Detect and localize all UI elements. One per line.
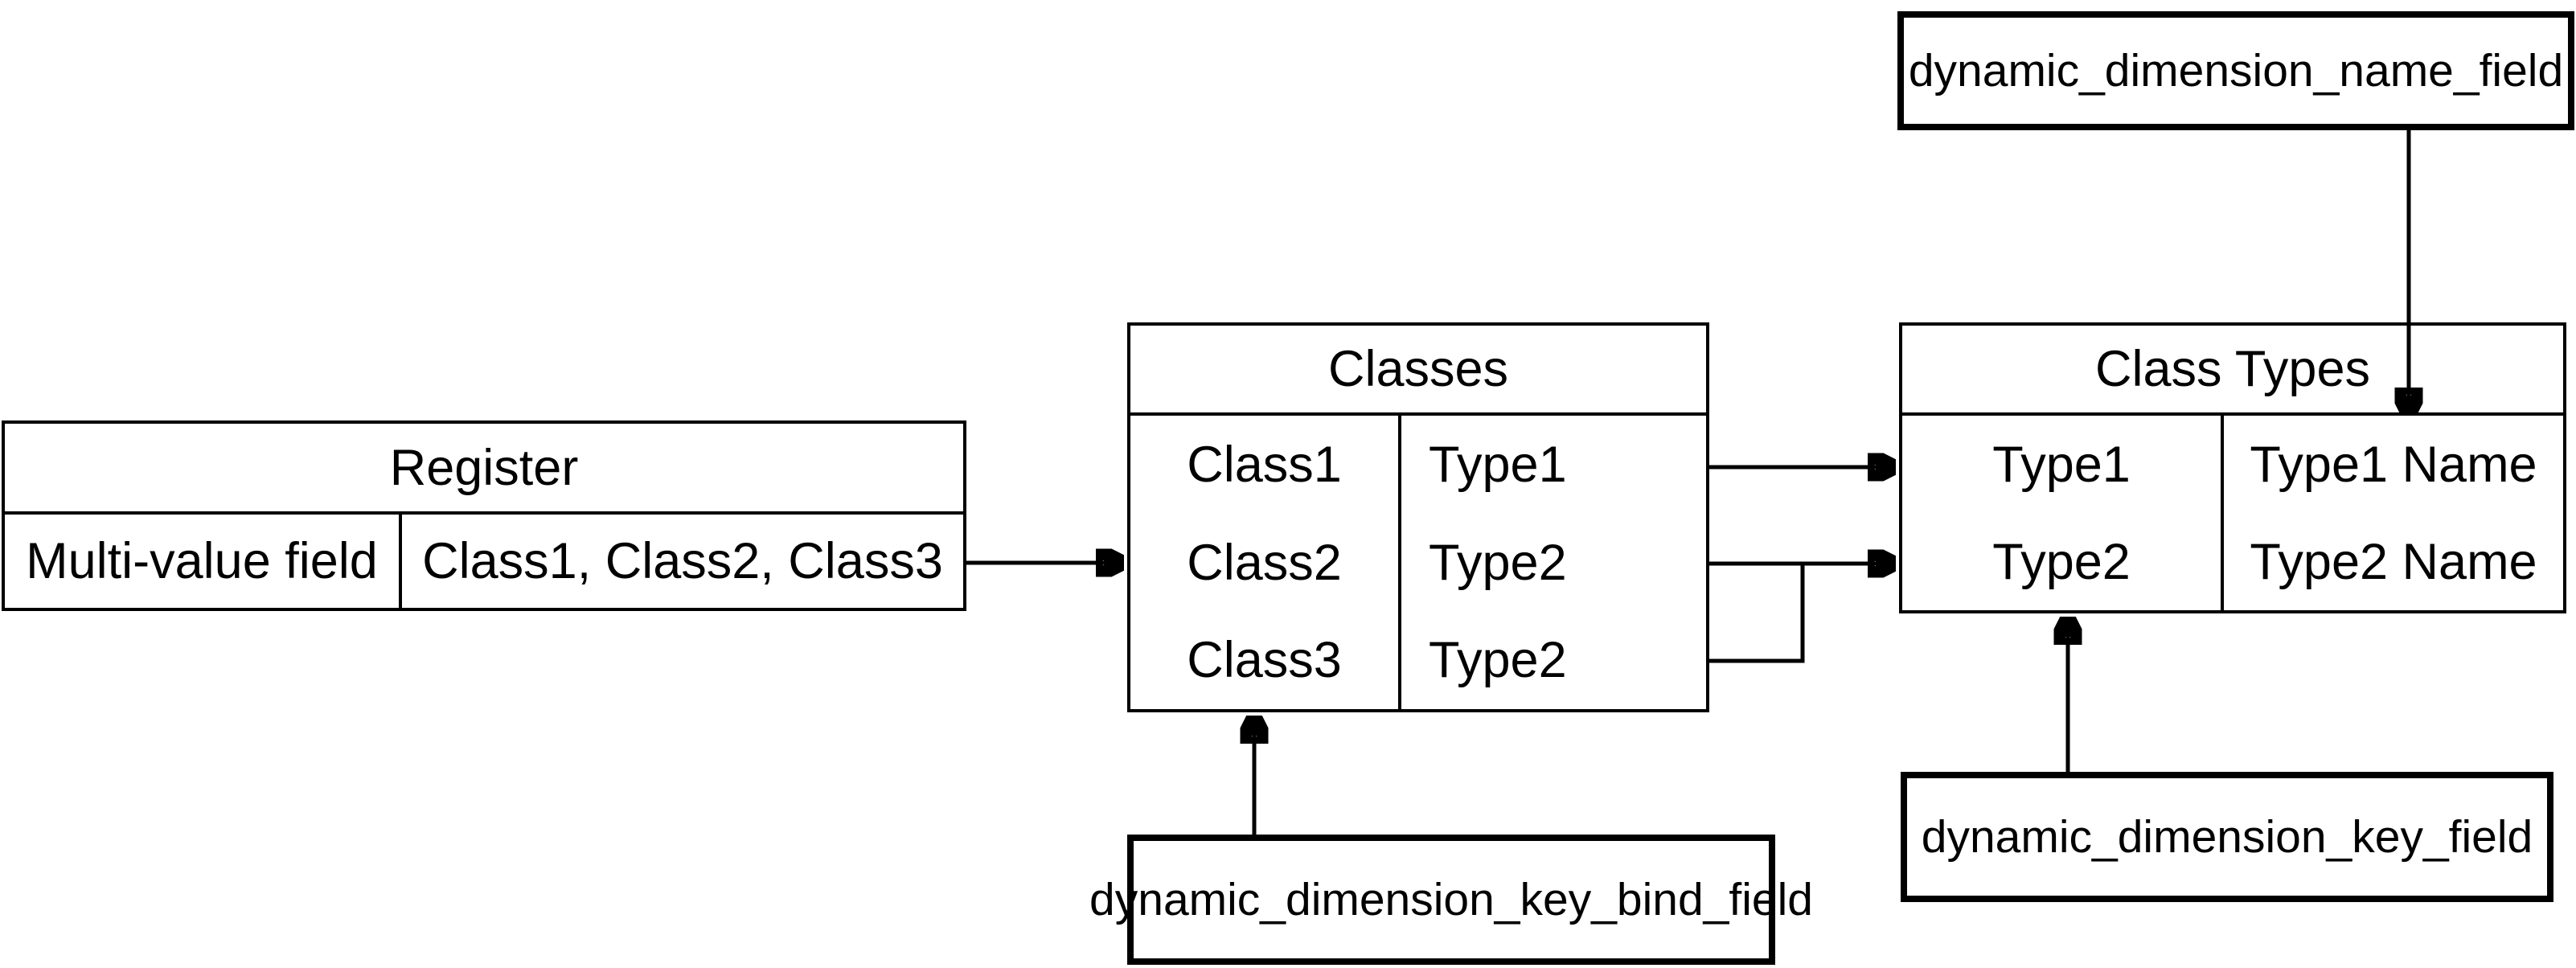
- class-type-ref-cell: Type2: [1429, 632, 1567, 689]
- type-key-cell: Type2: [1992, 533, 2131, 590]
- class-types-key-column: Type1 Type2: [1902, 416, 2224, 610]
- register-table: Register Multi-value field Class1, Class…: [2, 420, 966, 611]
- classes-class-column: Class1 Class2 Class3: [1130, 416, 1401, 709]
- type-name-cell: Type2 Name: [2250, 533, 2537, 590]
- dynamic-dimension-key-bind-field-box: dynamic_dimension_key_bind_field: [1089, 835, 1813, 965]
- connector-class3-to-type2: [1709, 565, 1805, 663]
- dynamic-dimension-key-field-label: dynamic_dimension_key_field: [1921, 811, 2533, 863]
- dynamic-dimension-name-field-label: dynamic_dimension_name_field: [1908, 45, 2564, 96]
- class-types-name-column: Type1 Name Type2 Name: [2224, 416, 2563, 610]
- classes-table: Classes Class1 Class2 Class3 Type1 Type2…: [1127, 322, 1709, 712]
- classes-table-title: Classes: [1130, 326, 1706, 416]
- register-table-body: Multi-value field Class1, Class2, Class3: [5, 515, 963, 608]
- dynamic-dimension-key-bind-field-label: dynamic_dimension_key_bind_field: [1089, 874, 1813, 925]
- register-table-title: Register: [5, 424, 963, 515]
- class-type-ref-cell: Type1: [1429, 436, 1567, 493]
- class-cell: Class2: [1187, 534, 1342, 591]
- class-type-ref-cell: Type2: [1429, 534, 1567, 591]
- type-name-cell: Type1 Name: [2250, 436, 2537, 493]
- register-value-column: Class1, Class2, Class3: [402, 515, 963, 608]
- class-types-table: Class Types Type1 Type2 Type1 Name Type2…: [1899, 322, 2566, 613]
- class-types-table-title: Class Types: [1902, 326, 2563, 416]
- class-cell: Class3: [1187, 632, 1342, 689]
- classes-type-column: Type1 Type2 Type2: [1401, 416, 1706, 709]
- multi-value-field-value: Class1, Class2, Class3: [422, 533, 943, 589]
- register-field-column: Multi-value field: [5, 515, 402, 608]
- type-key-cell: Type1: [1992, 436, 2131, 493]
- classes-table-body: Class1 Class2 Class3 Type1 Type2 Type2: [1130, 416, 1706, 709]
- multi-value-field-label: Multi-value field: [26, 533, 378, 589]
- class-types-table-body: Type1 Type2 Type1 Name Type2 Name: [1902, 416, 2563, 610]
- dynamic-dimension-key-field-box: dynamic_dimension_key_field: [1901, 772, 2553, 902]
- class-cell: Class1: [1187, 436, 1342, 493]
- dynamic-dimension-name-field-box: dynamic_dimension_name_field: [1897, 11, 2574, 130]
